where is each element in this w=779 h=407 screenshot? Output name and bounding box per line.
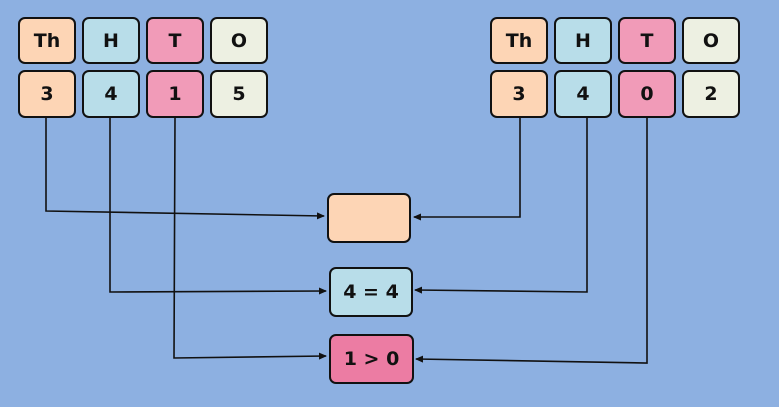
left-header-ones: O <box>210 17 268 64</box>
arrow-left-tens <box>173 117 327 360</box>
right-header-ones: O <box>682 17 740 64</box>
comparison-thousands-box <box>327 193 411 243</box>
arrow-left-thousands <box>45 118 325 220</box>
left-digit-hundreds: 4 <box>82 70 140 118</box>
right-digit-hundreds: 4 <box>554 70 612 118</box>
left-digit-thousands: 3 <box>18 70 76 118</box>
right-header-hundreds: H <box>554 17 612 64</box>
right-header-thousands: Th <box>490 17 548 64</box>
left-digit-tens: 1 <box>146 70 204 118</box>
comparison-tens-box: 1 > 0 <box>329 334 414 384</box>
comparison-hundreds-box: 4 = 4 <box>329 267 413 317</box>
right-digit-tens: 0 <box>618 70 676 118</box>
arrow-right-thousands <box>413 118 521 221</box>
right-header-tens: T <box>618 17 676 64</box>
left-header-hundreds: H <box>82 17 140 64</box>
arrow-right-tens <box>415 118 648 364</box>
right-digit-ones: 2 <box>682 70 740 118</box>
left-header-thousands: Th <box>18 17 76 64</box>
left-header-tens: T <box>146 17 204 64</box>
right-digit-thousands: 3 <box>490 70 548 118</box>
left-digit-ones: 5 <box>210 70 268 118</box>
arrow-right-hundreds <box>414 118 588 294</box>
arrow-left-hundreds <box>109 118 327 295</box>
